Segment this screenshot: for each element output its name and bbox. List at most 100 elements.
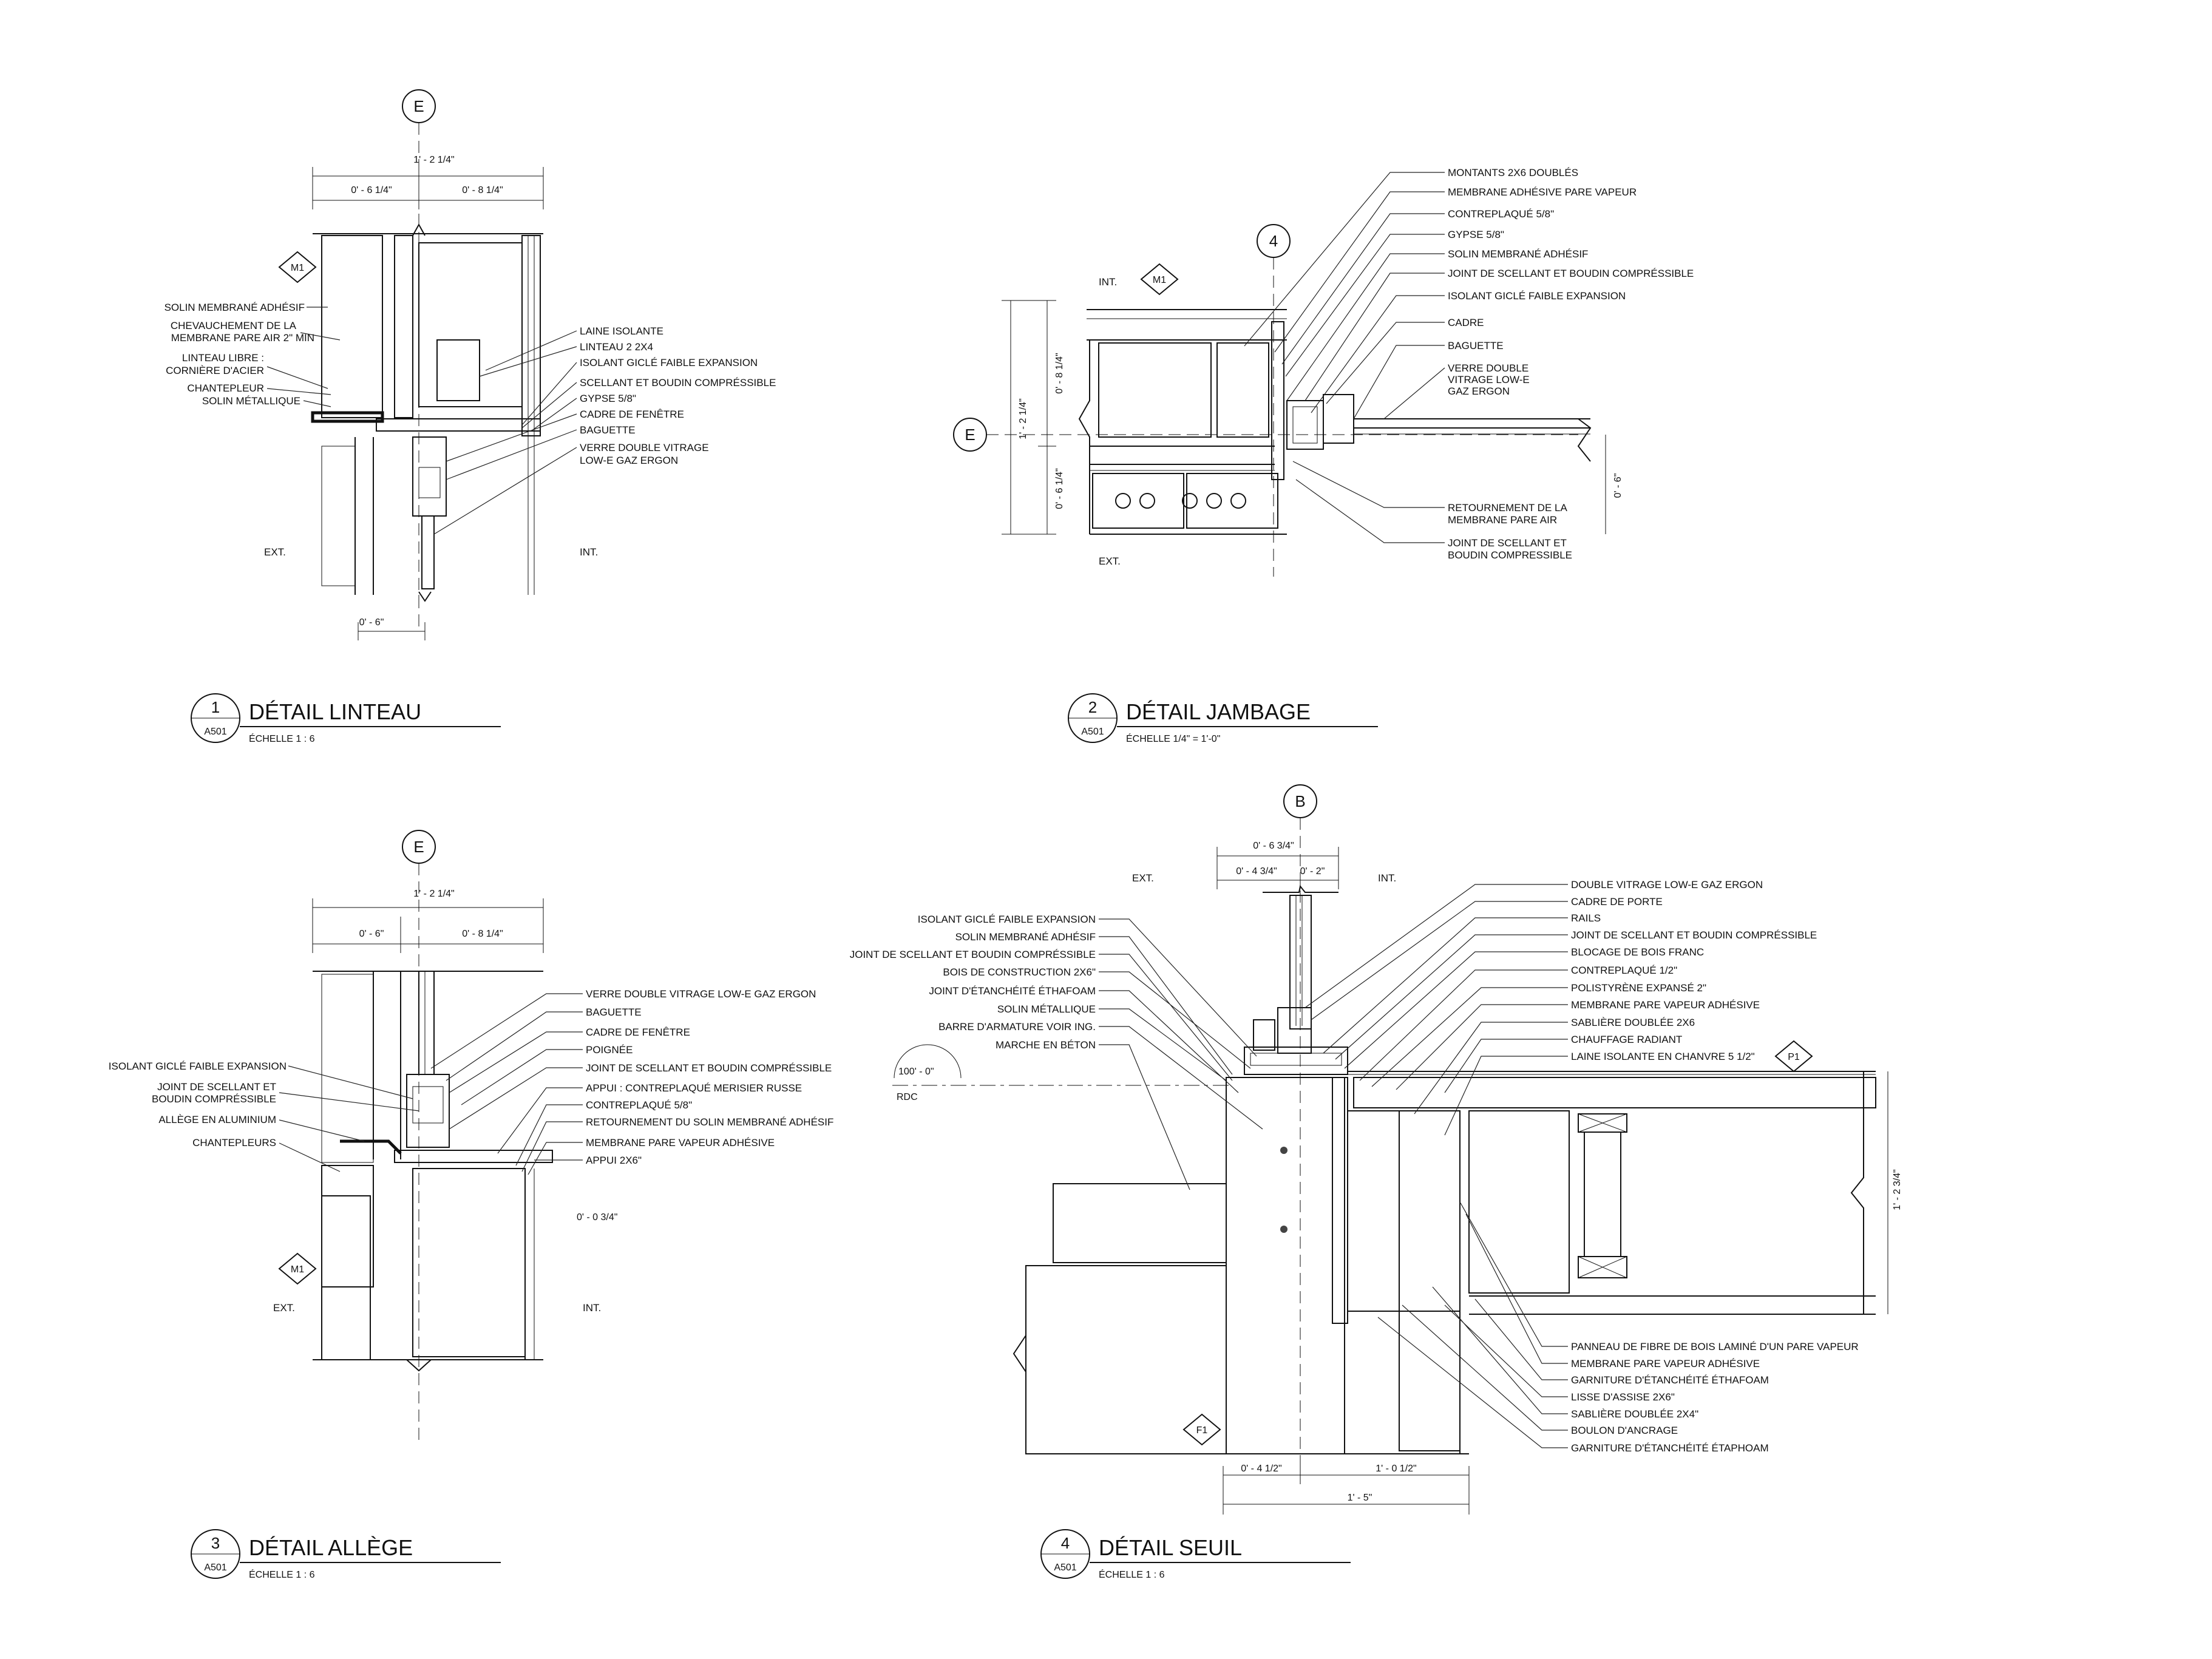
callout: JOINT DE SCELLANT ET BOUDIN COMPRÉSSIBLE [1571,929,1817,941]
callout: BAGUETTE [586,1006,642,1018]
callout: VERRE DOUBLE VITRAGE LOW-E GAZ ERGON [586,988,816,1000]
callout: JOINT DE SCELLANT ET BOUDIN COMPRÉSSIBLE [586,1062,832,1074]
dim-lower: 0' - 6 1/4" [1054,468,1065,509]
detail-title: DÉTAIL ALLÈGE [249,1535,413,1560]
callout: MEMBRANE PARE AIR [1448,514,1557,526]
callout: BOUDIN COMPRESSIBLE [1448,549,1572,561]
detail-title: DÉTAIL LINTEAU [249,699,421,724]
callout: BARRE D'ARMATURE VOIR ING. [938,1021,1096,1033]
callout: JOINT DE SCELLANT ET [1448,537,1567,549]
callout: RAILS [1571,912,1601,924]
labels-bottom: PANNEAU DE FIBRE DE BOIS LAMINÉ D'UN PAR… [1377,1201,1859,1454]
detail-number: 4 [1061,1534,1070,1552]
labels-right: VERRE DOUBLE VITRAGE LOW-E GAZ ERGON BAG… [430,988,833,1175]
detail-scale: ÉCHELLE 1 : 6 [249,733,315,744]
callout: PANNEAU DE FIBRE DE BOIS LAMINÉ D'UN PAR… [1571,1341,1859,1352]
dim-right: 0' - 8 1/4" [462,185,503,195]
callout: MONTANTS 2X6 DOUBLÉS [1448,167,1578,178]
callout: MEMBRANE PARE VAPEUR ADHÉSIVE [1571,1358,1760,1369]
sheet-ref: A501 [204,1562,226,1573]
callout: JOINT D'ÉTANCHÉITÉ ÉTHAFOAM [929,985,1096,997]
callout: CHEVAUCHEMENT DE LA [171,320,297,331]
callout: GARNITURE D'ÉTANCHÉITÉ ÉTHAFOAM [1571,1374,1769,1386]
callout: CONTREPLAQUÉ 5/8" [586,1099,692,1111]
detail-jambage: 4 E M1 INT. EXT. 1' - 2 1/4" 0' - 8 1/4"… [953,167,1694,744]
sheet-ref: A501 [1054,1562,1076,1573]
callout: SOLIN MÉTALLIQUE [997,1003,1096,1015]
callout: CADRE DE FENÊTRE [586,1026,690,1038]
callout: MEMBRANE PARE VAPEUR ADHÉSIVE [1571,999,1760,1011]
callout: CADRE [1448,317,1484,328]
labels-right: MONTANTS 2X6 DOUBLÉS MEMBRANE ADHÉSIVE P… [1244,167,1694,561]
callout: SABLIÈRE DOUBLÉE 2X4" [1571,1408,1698,1420]
callout: LAINE ISOLANTE EN CHANVRE 5 1/2" [1571,1051,1755,1062]
callout: LOW-E GAZ ERGON [580,455,678,466]
dim-glass: 0' - 6" [1613,473,1623,498]
callout: JOINT DE SCELLANT ET BOUDIN COMPRÉSSIBLE [1448,268,1694,279]
callout: CHANTEPLEURS [192,1137,276,1148]
callout: CONTREPLAQUÉ 1/2" [1571,965,1677,976]
callout: CHAUFFAGE RADIANT [1571,1034,1682,1045]
level-name: RDC [897,1092,918,1102]
callout: RETOURNEMENT DU SOLIN MEMBRANÉ ADHÉSIF [586,1116,833,1128]
callout: MEMBRANE ADHÉSIVE PARE VAPEUR [1448,186,1637,198]
callout: SOLIN MEMBRANÉ ADHÉSIF [955,931,1096,943]
callout: ISOLANT GICLÉ FAIBLE EXPANSION [580,357,758,368]
labels-right: LAINE ISOLANTE LINTEAU 2 2X4 ISOLANT GIC… [433,325,776,535]
tag-m1 [278,251,317,283]
detail-title: DÉTAIL JAMBAGE [1126,699,1311,724]
dim-bottom-overall: 1' - 5" [1348,1493,1372,1503]
callout: SABLIÈRE DOUBLÉE 2X6 [1571,1017,1695,1028]
side-int: INT. [1099,276,1117,288]
callout: BAGUETTE [580,424,636,436]
sheet-ref: A501 [1081,727,1104,737]
callout: VITRAGE LOW-E [1448,374,1530,385]
tag-f1: F1 [1196,1425,1208,1436]
callout: BOIS DE CONSTRUCTION 2X6" [943,966,1096,978]
dim-overall: 1' - 2 1/4" [413,889,454,899]
callout: GARNITURE D'ÉTANCHÉITÉ ÉTAPHOAM [1571,1442,1769,1454]
detail-number: 1 [211,698,220,716]
dim-upper: 0' - 8 1/4" [1054,353,1065,393]
side-ext: EXT. [1132,872,1154,884]
callout: POIGNÉE [586,1044,633,1056]
callout: SCELLANT ET BOUDIN COMPRÉSSIBLE [580,377,776,388]
detail-allege: E 1' - 2 1/4" 0' - 6" 0' - 8 1/4" 0' - 0… [109,830,833,1580]
callout: JOINT DE SCELLANT ET BOUDIN COMPRÉSSIBLE [850,949,1096,960]
callout: CADRE DE PORTE [1571,896,1663,908]
callout: ALLÈGE EN ALUMINIUM [158,1114,276,1125]
callout: ISOLANT GICLÉ FAIBLE EXPANSION [918,914,1096,925]
tag-m1: M1 [1153,275,1166,285]
side-ext: EXT. [264,546,286,558]
dim-left: 0' - 6" [359,929,384,939]
callout: VERRE DOUBLE [1448,362,1528,374]
callout: CADRE DE FENÊTRE [580,409,684,420]
labels-right: DOUBLE VITRAGE LOW-E GAZ ERGON CADRE DE … [1304,879,1817,1136]
dim-vertical: 1' - 2 3/4" [1892,1169,1902,1210]
dim-overall: 1' - 2 1/4" [1018,398,1028,439]
dim-right: 0' - 8 1/4" [462,929,503,939]
callout: SOLIN MÉTALLIQUE [202,395,300,407]
tag-p1: P1 [1788,1052,1800,1062]
dim-left: 0' - 6 1/4" [351,185,392,195]
side-ext: EXT. [273,1302,295,1314]
callout: GYPSE 5/8" [1448,229,1504,240]
callout: GYPSE 5/8" [580,393,636,404]
labels-left: ISOLANT GICLÉ FAIBLE EXPANSION JOINT DE … [109,1060,419,1172]
callout: POLISTYRÈNE EXPANSÉ 2" [1571,982,1706,994]
side-int: INT. [580,546,598,558]
callout: MEMBRANE PARE AIR 2" MIN [171,332,314,344]
callout: LINTEAU LIBRE : [182,352,264,364]
callout: LAINE ISOLANTE [580,325,663,337]
side-ext: EXT. [1099,555,1121,567]
dim-right: 0' - 2" [1300,866,1325,877]
callout: MARCHE EN BÉTON [996,1039,1096,1051]
grid-bubble-4: 4 [1269,232,1278,250]
callout: BLOCAGE DE BOIS FRANC [1571,946,1704,958]
callout: CHANTEPLEUR [187,382,264,394]
callout: SOLIN MEMBRANÉ ADHÉSIF [1448,248,1588,260]
callout: APPUI : CONTREPLAQUÉ MERISIER RUSSE [586,1082,802,1094]
detail-scale: ÉCHELLE 1/4" = 1'-0" [1126,733,1220,744]
detail-scale: ÉCHELLE 1 : 6 [1099,1569,1165,1580]
tag-m1: M1 [291,1264,304,1275]
